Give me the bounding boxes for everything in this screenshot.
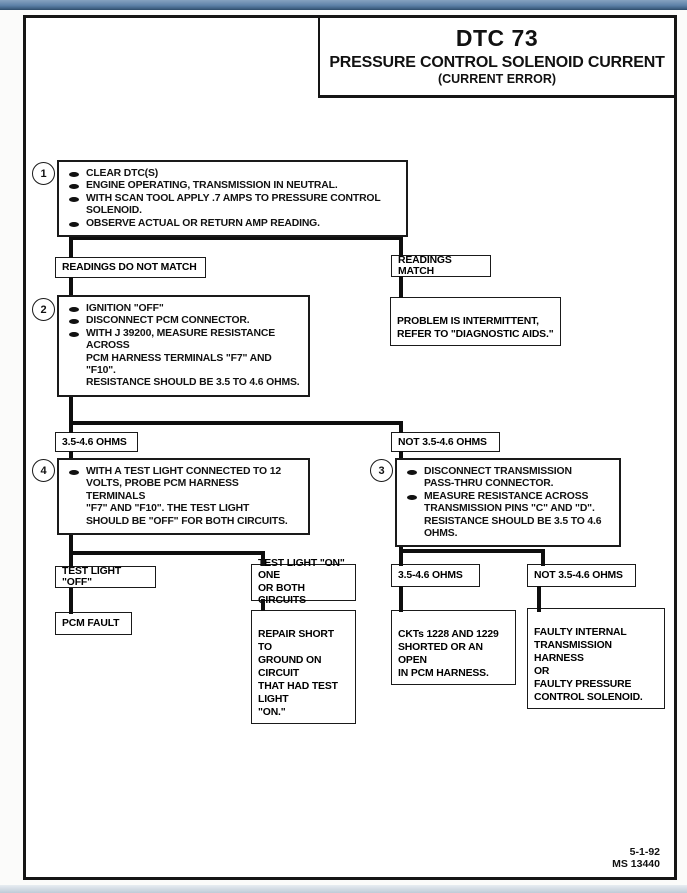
- outcome-pcm-fault-box: PCM FAULT: [55, 612, 132, 635]
- bullet-icon: [69, 221, 79, 227]
- step-bullet: OBSERVE ACTUAL OR RETURN AMP READING.: [67, 218, 398, 230]
- bullet-icon: [69, 331, 79, 337]
- connector-line: [399, 421, 403, 433]
- step-bullet: WITH SCAN TOOL APPLY .7 AMPS TO PRESSURE…: [67, 193, 398, 218]
- branch-label: NOT 3.5-4.6 OHMS: [398, 436, 487, 448]
- bullet-text: IGNITION "OFF": [86, 303, 164, 314]
- branch-test-light-on: TEST LIGHT "ON" ONE OR BOTH CIRCUITS: [251, 558, 356, 606]
- connector-line: [399, 276, 403, 298]
- branch-label: TEST LIGHT "OFF": [62, 566, 122, 588]
- outcome-repair-short-box: REPAIR SHORT TO GROUND ON CIRCUIT THAT H…: [251, 610, 356, 724]
- bullet-text: WITH SCAN TOOL APPLY .7 AMPS TO PRESSURE…: [86, 192, 381, 217]
- bullet-icon: [407, 470, 417, 475]
- step-bullet: ENGINE OPERATING, TRANSMISSION IN NEUTRA…: [67, 180, 398, 192]
- step-bullet: MEASURE RESISTANCE ACROSS TRANSMISSION P…: [405, 491, 611, 541]
- title-block: DTC 73 PRESSURE CONTROL SOLENOID CURRENT…: [318, 18, 674, 98]
- connector-line: [399, 586, 403, 612]
- branch-label: READINGS DO NOT MATCH: [62, 262, 197, 273]
- step-number-label: 4: [40, 464, 47, 477]
- outcome-text: PROBLEM IS INTERMITTENT, REFER TO "DIAGN…: [397, 316, 554, 340]
- branch-label: 3.5-4.6 OHMS: [62, 436, 127, 448]
- branch-readings-match: READINGS MATCH: [391, 255, 491, 277]
- step-bullet: IGNITION "OFF": [67, 303, 300, 315]
- page-subtitle: (CURRENT ERROR): [437, 72, 557, 86]
- connector-line: [69, 588, 73, 614]
- scan-bottom-bar: [0, 885, 687, 893]
- connector-line: [537, 586, 541, 612]
- bullet-icon: [69, 319, 79, 325]
- connector-line: [69, 226, 73, 258]
- outcome-text: CKTs 1228 AND 1229 SHORTED OR AN OPEN IN…: [398, 629, 499, 679]
- bullet-text: DISCONNECT TRANSMISSION PASS-THRU CONNEC…: [424, 466, 572, 490]
- step-number-3: 3: [370, 459, 393, 482]
- branch-test-light-off: TEST LIGHT "OFF": [55, 566, 156, 588]
- connector-line: [69, 236, 403, 240]
- step-bullet: DISCONNECT TRANSMISSION PASS-THRU CONNEC…: [405, 466, 611, 491]
- branch-label: NOT 3.5-4.6 OHMS: [534, 570, 623, 581]
- connector-line: [541, 549, 545, 566]
- branch-label: READINGS MATCH: [398, 255, 452, 277]
- connector-line: [69, 421, 403, 425]
- outcome-ckts-shorted-box: CKTs 1228 AND 1229 SHORTED OR AN OPEN IN…: [391, 610, 516, 685]
- bullet-icon: [69, 184, 79, 190]
- footer-date: 5-1-92: [629, 846, 660, 858]
- outcome-text: PCM FAULT: [62, 618, 120, 629]
- bullet-text: MEASURE RESISTANCE ACROSS TRANSMISSION P…: [424, 490, 602, 540]
- outcome-intermittent-box: PROBLEM IS INTERMITTENT, REFER TO "DIAGN…: [390, 297, 561, 346]
- connector-line: [399, 451, 403, 460]
- bullet-text: DISCONNECT PCM CONNECTOR.: [86, 315, 250, 327]
- bullet-icon: [69, 196, 79, 202]
- step-bullet: CLEAR DTC(S): [67, 168, 398, 180]
- footer-revision-block: 5-1-92 MS 13440: [612, 846, 660, 870]
- step-number-1: 1: [32, 162, 55, 185]
- branch-readings-do-not-match: READINGS DO NOT MATCH: [55, 257, 206, 278]
- connector-line: [261, 599, 265, 611]
- bullet-icon: [69, 172, 79, 177]
- step-number-4: 4: [32, 459, 55, 482]
- step-2-box: IGNITION "OFF" DISCONNECT PCM CONNECTOR.…: [57, 295, 310, 397]
- bullet-text: CLEAR DTC(S): [86, 168, 159, 179]
- step-1-box: CLEAR DTC(S) ENGINE OPERATING, TRANSMISS…: [57, 160, 408, 238]
- connector-line: [69, 524, 73, 568]
- outcome-text: REPAIR SHORT TO GROUND ON CIRCUIT THAT H…: [258, 629, 338, 718]
- connector-line: [69, 451, 73, 460]
- bullet-icon: [69, 470, 79, 475]
- connector-line: [399, 236, 403, 256]
- connector-line: [261, 551, 265, 566]
- branch-ohms-in-range-2: 3.5-4.6 OHMS: [391, 564, 480, 587]
- page-border: [23, 15, 677, 880]
- bullet-text: OBSERVE ACTUAL OR RETURN AMP READING.: [86, 217, 320, 229]
- dtc-code: DTC 73: [455, 25, 539, 51]
- branch-ohms-in-range: 3.5-4.6 OHMS: [55, 432, 138, 452]
- step-number-2: 2: [32, 298, 55, 321]
- step-bullet: WITH A TEST LIGHT CONNECTED TO 12 VOLTS,…: [67, 466, 300, 528]
- branch-ohms-out-of-range-2: NOT 3.5-4.6 OHMS: [527, 564, 636, 587]
- step-4-box: WITH A TEST LIGHT CONNECTED TO 12 VOLTS,…: [57, 458, 310, 536]
- step-bullet: WITH J 39200, MEASURE RESISTANCE ACROSS …: [67, 328, 300, 390]
- connector-line: [69, 551, 265, 555]
- scan-top-bar: [0, 0, 687, 10]
- connector-line: [69, 370, 73, 433]
- step-number-label: 3: [378, 464, 385, 477]
- footer-doc-number: MS 13440: [612, 857, 660, 870]
- connector-line: [69, 277, 73, 296]
- branch-label: TEST LIGHT "ON" ONE OR BOTH CIRCUITS: [258, 557, 345, 606]
- bullet-text: WITH A TEST LIGHT CONNECTED TO 12 VOLTS,…: [86, 466, 288, 527]
- connector-line: [399, 549, 545, 553]
- branch-ohms-out-of-range: NOT 3.5-4.6 OHMS: [391, 432, 500, 452]
- step-bullet: DISCONNECT PCM CONNECTOR.: [67, 315, 300, 327]
- page-title: PRESSURE CONTROL SOLENOID CURRENT: [329, 54, 665, 71]
- bullet-text: ENGINE OPERATING, TRANSMISSION IN NEUTRA…: [86, 180, 338, 192]
- bullet-icon: [69, 307, 79, 312]
- branch-label: 3.5-4.6 OHMS: [398, 570, 463, 581]
- bullet-icon: [407, 494, 417, 500]
- step-3-box: DISCONNECT TRANSMISSION PASS-THRU CONNEC…: [395, 458, 621, 548]
- outcome-faulty-internal-box: FAULTY INTERNAL TRANSMISSION HARNESS OR …: [527, 608, 665, 709]
- outcome-text: FAULTY INTERNAL TRANSMISSION HARNESS OR …: [534, 627, 643, 703]
- step-number-label: 2: [40, 303, 47, 316]
- bullet-text: WITH J 39200, MEASURE RESISTANCE ACROSS …: [86, 327, 300, 389]
- step-number-label: 1: [40, 167, 47, 180]
